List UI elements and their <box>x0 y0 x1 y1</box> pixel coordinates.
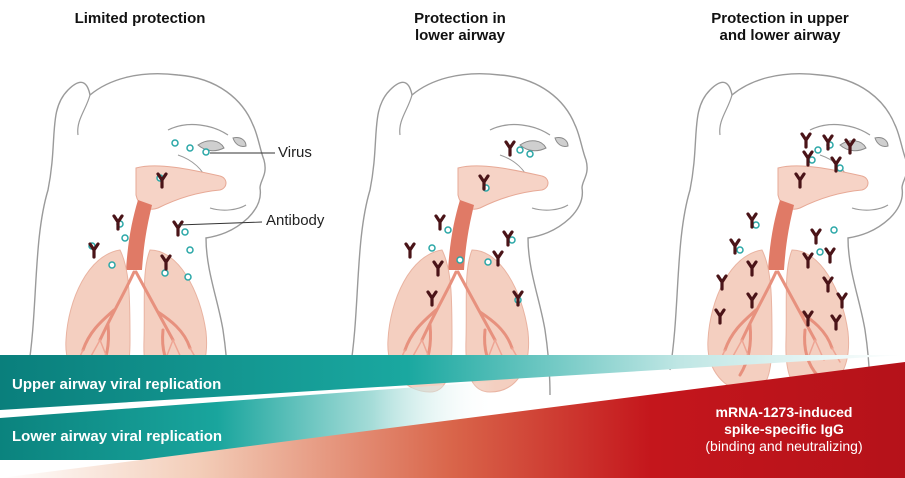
panel-1-title: Limited protection <box>40 10 240 27</box>
monkey-panel-3 <box>670 74 905 395</box>
virus-label: Virus <box>278 144 312 161</box>
igg-line-3: (binding and neutralizing) <box>668 438 900 455</box>
monkey-panel-2 <box>350 74 587 395</box>
upper-airway-label: Upper airway viral replication <box>12 376 221 393</box>
antibody-label: Antibody <box>266 212 324 229</box>
igg-line-1: mRNA-1273-induced <box>668 404 900 421</box>
panel-2-title: Protection in lower airway <box>380 10 540 44</box>
monkey-panel-1 <box>28 74 265 395</box>
igg-line-2: spike-specific IgG <box>668 421 900 438</box>
panel-3-title: Protection in upper and lower airway <box>680 10 880 44</box>
lower-airway-label: Lower airway viral replication <box>12 428 222 445</box>
igg-label: mRNA-1273-induced spike-specific IgG (bi… <box>668 404 900 455</box>
